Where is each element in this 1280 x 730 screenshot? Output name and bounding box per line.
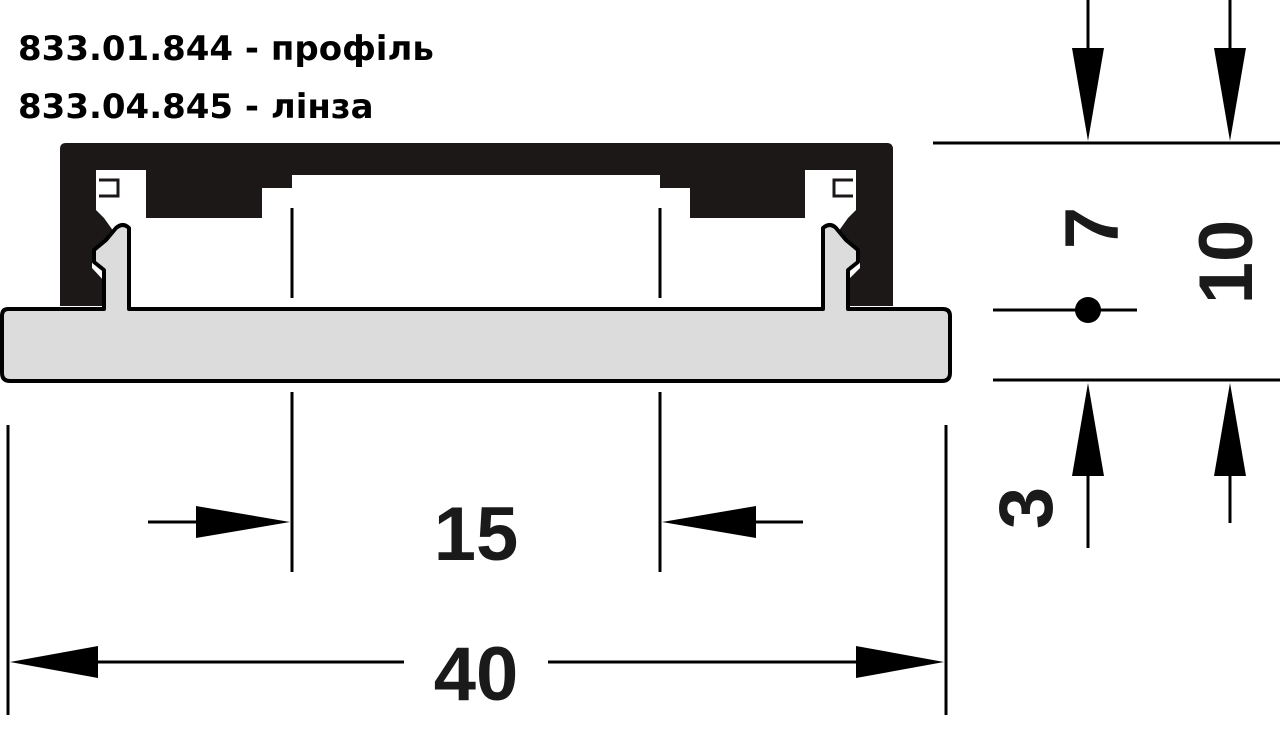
dimension-label-3: 3 (984, 487, 1069, 529)
caption-lens: 833.04.845 - лінза (18, 87, 374, 127)
lens-body (0, 223, 952, 383)
dimension-10: 10 (1184, 0, 1269, 523)
dimension-label-15: 15 (434, 492, 519, 577)
dimension-label-10: 10 (1184, 220, 1269, 305)
lens-section (0, 223, 952, 383)
extension-lines (6, 141, 1280, 715)
profile-section (60, 143, 893, 306)
dimension-7: 7 (1050, 0, 1135, 323)
dimension-label-7: 7 (1050, 207, 1135, 249)
dimension-3: 3 (984, 383, 1104, 548)
profile-cavity (92, 170, 860, 306)
dimension-label-40: 40 (434, 632, 519, 717)
dimension-15: 15 (148, 492, 803, 577)
dimension-40: 40 (10, 632, 944, 717)
caption-profile: 833.01.844 - профіль (18, 29, 434, 69)
